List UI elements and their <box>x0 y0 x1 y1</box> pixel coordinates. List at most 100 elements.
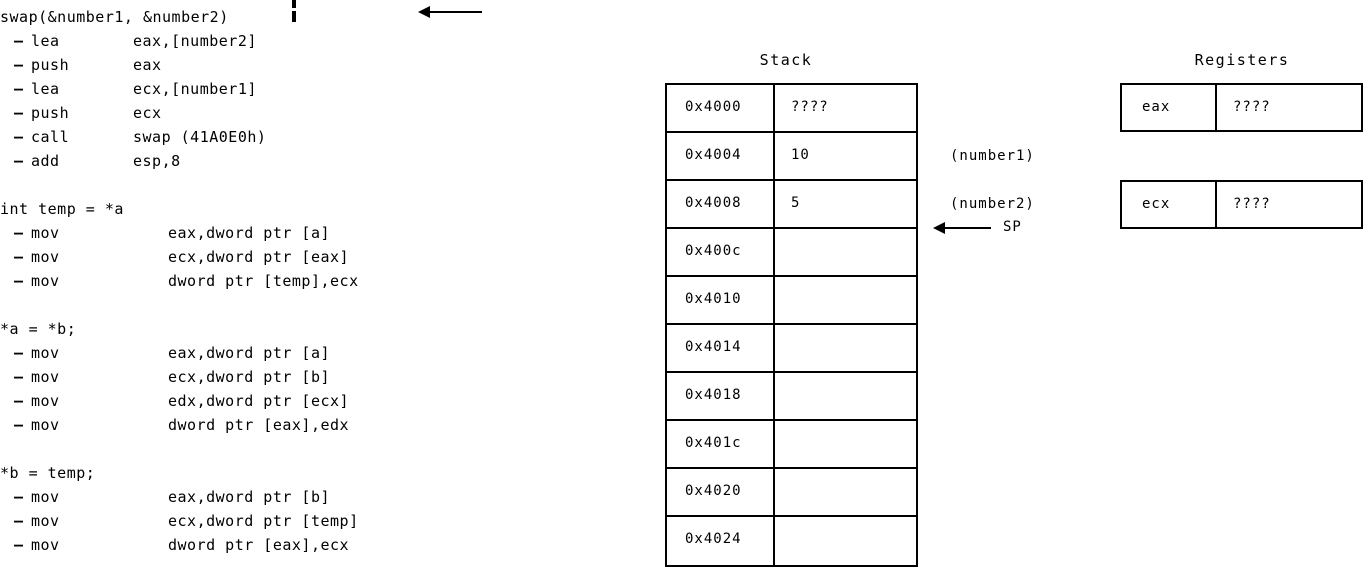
stack-address: 0x4010 <box>667 277 775 323</box>
instruction-operands: eax <box>133 56 162 74</box>
stack-address: 0x401c <box>667 421 775 467</box>
instruction-dash-icon: — <box>14 272 24 290</box>
register-value: ???? <box>1233 99 1271 115</box>
instruction-operands: dword ptr [eax],ecx <box>168 536 350 554</box>
instruction-mnemonic: mov <box>31 344 60 362</box>
stack-row: 0x4000???? <box>667 85 916 133</box>
instruction-operands: edx,dword ptr [ecx] <box>168 392 350 410</box>
stack-row: 0x4020 <box>667 469 916 517</box>
register-name: eax <box>1122 85 1217 130</box>
stack-row: 0x400c <box>667 229 916 277</box>
instruction-mnemonic: mov <box>31 392 60 410</box>
instruction-dash-icon: — <box>14 416 24 434</box>
instruction-mnemonic: lea <box>31 80 60 98</box>
stack-pointer-arrow <box>933 221 991 235</box>
instruction-operands: ecx <box>133 104 162 122</box>
instruction-operands: eax,dword ptr [a] <box>168 224 331 242</box>
instruction-operands: ecx,[number1] <box>133 80 257 98</box>
stack-note-number1: (number1) <box>950 148 1035 164</box>
assembly-instruction-line: — mov ecx,dword ptr [temp] <box>14 509 359 533</box>
assembly-instruction-line: — mov eax,dword ptr [a] <box>14 221 330 245</box>
text-cursor-caret <box>292 0 296 22</box>
register-row-ecx: ecx ???? <box>1120 180 1363 229</box>
instruction-dash-icon: — <box>14 224 24 242</box>
assembly-instruction-line: — mov dword ptr [temp],ecx <box>14 269 359 293</box>
stack-address: 0x4000 <box>667 85 775 131</box>
instruction-mnemonic: push <box>31 56 70 74</box>
stack-row: 0x4018 <box>667 373 916 421</box>
instruction-operands: eax,dword ptr [a] <box>168 344 331 362</box>
source-code-line: int temp = *a <box>0 200 124 218</box>
instruction-mnemonic: call <box>31 128 70 146</box>
current-line-arrow <box>418 5 482 19</box>
stack-row: 0x4024 <box>667 517 916 565</box>
stack-note-number2: (number2) <box>950 196 1035 212</box>
instruction-operands: ecx,dword ptr [b] <box>168 368 331 386</box>
stack-value: ???? <box>791 99 829 115</box>
instruction-operands: dword ptr [eax],edx <box>168 416 350 434</box>
assembly-instruction-line: — push eax <box>14 53 162 77</box>
instruction-dash-icon: — <box>14 104 24 122</box>
instruction-mnemonic: push <box>31 104 70 122</box>
instruction-mnemonic: mov <box>31 368 60 386</box>
stack-value: 10 <box>791 147 810 163</box>
instruction-dash-icon: — <box>14 80 24 98</box>
instruction-mnemonic: add <box>31 152 60 170</box>
assembly-instruction-line: — add esp,8 <box>14 149 181 173</box>
instruction-operands: dword ptr [temp],ecx <box>168 272 359 290</box>
instruction-dash-icon: — <box>14 512 24 530</box>
instruction-operands: swap (41A0E0h) <box>133 128 267 146</box>
instruction-dash-icon: — <box>14 32 24 50</box>
source-code-line: *a = *b; <box>0 320 77 338</box>
instruction-operands: ecx,dword ptr [temp] <box>168 512 359 530</box>
instruction-operands: eax,dword ptr [b] <box>168 488 331 506</box>
assembly-instruction-line: — mov ecx,dword ptr [eax] <box>14 245 349 269</box>
instruction-operands: ecx,dword ptr [eax] <box>168 248 350 266</box>
instruction-dash-icon: — <box>14 152 24 170</box>
instruction-dash-icon: — <box>14 248 24 266</box>
instruction-dash-icon: — <box>14 344 24 362</box>
stack-row: 0x401c <box>667 421 916 469</box>
stack-value <box>775 373 916 419</box>
stack-pointer-label: SP <box>1003 219 1022 235</box>
source-code-line: *b = temp; <box>0 464 96 482</box>
stack-value <box>775 421 916 467</box>
instruction-mnemonic: mov <box>31 224 60 242</box>
instruction-mnemonic: lea <box>31 32 60 50</box>
registers-title: Registers <box>1194 51 1290 69</box>
instruction-dash-icon: — <box>14 392 24 410</box>
arrow-head-icon <box>933 222 945 234</box>
stack-address: 0x400c <box>667 229 775 275</box>
instruction-dash-icon: — <box>14 128 24 146</box>
stack-value <box>775 229 916 275</box>
assembly-instruction-line: — mov dword ptr [eax],edx <box>14 413 349 437</box>
instruction-mnemonic: mov <box>31 512 60 530</box>
instruction-mnemonic: mov <box>31 416 60 434</box>
stack-address: 0x4020 <box>667 469 775 515</box>
stack-row: 0x4014 <box>667 325 916 373</box>
arrow-shaft <box>428 11 482 13</box>
stack-row: 0x4004 10 <box>667 133 916 181</box>
stack-address: 0x4004 <box>667 133 775 179</box>
instruction-mnemonic: mov <box>31 272 60 290</box>
assembly-instruction-line: — mov edx,dword ptr [ecx] <box>14 389 349 413</box>
stack-address: 0x4014 <box>667 325 775 371</box>
assembly-instruction-line: — call swap (41A0E0h) <box>14 125 266 149</box>
instruction-mnemonic: mov <box>31 248 60 266</box>
stack-address: 0x4024 <box>667 517 775 565</box>
arrow-head-icon <box>418 6 430 18</box>
stack-title: Stack <box>759 51 813 69</box>
stack-address: 0x4018 <box>667 373 775 419</box>
register-name: ecx <box>1122 182 1217 227</box>
register-row-eax: eax ???? <box>1120 83 1363 132</box>
stack-value <box>775 325 916 371</box>
instruction-dash-icon: — <box>14 56 24 74</box>
instruction-operands: esp,8 <box>133 152 181 170</box>
